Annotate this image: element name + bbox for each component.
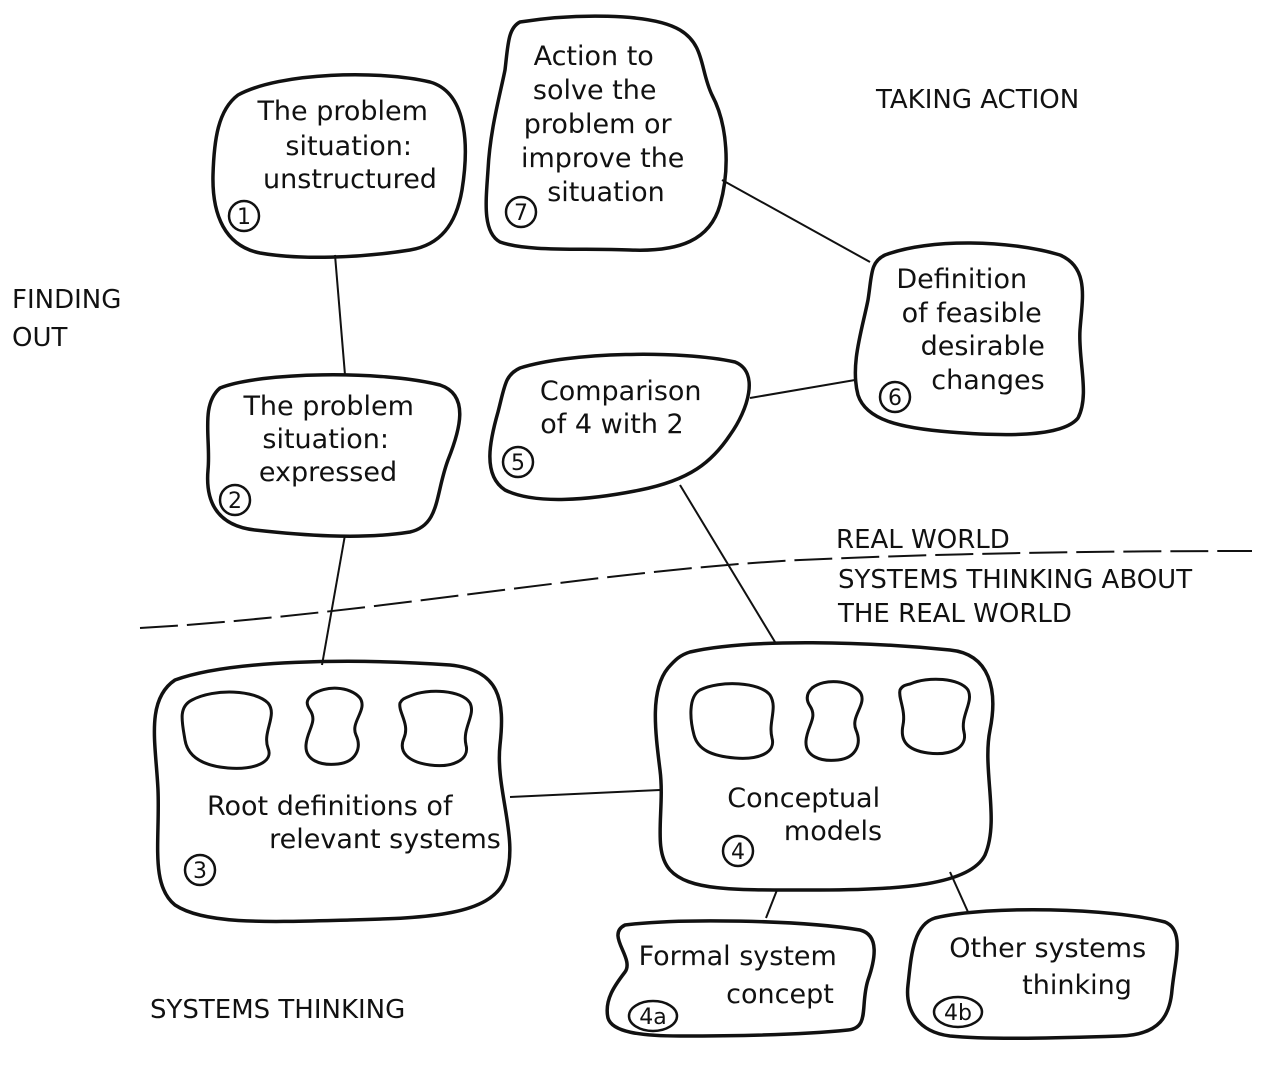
node-4-number-badge: [721, 834, 755, 868]
node-4b-label: Other systems thinking: [949, 933, 1155, 1001]
node-5-comparison: Comparison of 4 with 2 5: [488, 352, 751, 502]
node-4a-outline: [605, 919, 876, 1038]
conceptual-model-icon: [804, 680, 864, 762]
connectors: [321, 179, 969, 919]
node-6-label: Definition of feasible desirable changes: [896, 264, 1053, 396]
node-1-number-badge: [227, 199, 261, 233]
node-4b-number-badge: [932, 995, 984, 1029]
node-4a-label: Formal system concept: [639, 941, 846, 1010]
node-1-problem-unstructured: The problem situation: unstructured 1: [211, 73, 468, 260]
node-1-number: 1: [237, 205, 251, 230]
node-4b-outline: [905, 907, 1179, 1041]
connector-3-4: [509, 789, 661, 798]
conceptual-model-icon: [689, 682, 775, 760]
node-4-outline: [653, 640, 995, 892]
node-2-number: 2: [228, 489, 242, 514]
region-systems-thinking: SYSTEMS THINKING: [150, 995, 405, 1025]
connector-1-2: [334, 254, 346, 376]
node-5-number: 5: [511, 451, 525, 476]
region-taking-action: TAKING ACTION: [875, 85, 1079, 115]
node-6-number-badge: [878, 380, 912, 414]
node-7-action: Action to solve the problem or improve t…: [484, 14, 728, 252]
node-3-outline: [152, 659, 512, 924]
node-4a-formal-system-concept: Formal system concept 4a: [605, 919, 876, 1038]
real-world-divider: [139, 550, 1253, 629]
node-3-number: 3: [193, 859, 207, 884]
region-finding-out-line-1: FINDING: [12, 285, 121, 315]
node-4-label: Conceptual models: [727, 783, 888, 847]
relevant-system-icon: [398, 689, 473, 768]
connector-4-4a: [765, 889, 778, 919]
connector-6-7: [721, 179, 871, 263]
node-4b-other-systems-thinking: Other systems thinking 4b: [905, 907, 1179, 1041]
node-2-label: The problem situation: expressed: [242, 391, 422, 488]
node-6-number: 6: [888, 386, 902, 411]
node-4-conceptual-models: Conceptual models 4: [653, 640, 995, 892]
region-systems-thinking-about-line-1: SYSTEMS THINKING ABOUT: [838, 565, 1192, 595]
node-4-model-icons: [689, 677, 971, 762]
node-2-outline: [205, 373, 462, 538]
node-1-outline: [211, 73, 468, 260]
region-finding-out-line-2: OUT: [12, 323, 67, 353]
node-1-label: The problem situation: unstructured: [256, 96, 437, 195]
relevant-system-icon: [304, 686, 364, 766]
node-7-label: Action to solve the problem or improve t…: [521, 41, 693, 208]
node-3-number-badge: [183, 853, 217, 887]
connector-4-5: [679, 484, 776, 643]
node-7-number: 7: [514, 201, 528, 226]
node-6-feasible-changes: Definition of feasible desirable changes…: [853, 241, 1086, 437]
region-real-world: REAL WORLD: [836, 525, 1010, 555]
node-6-outline: [853, 241, 1086, 437]
relevant-system-icon: [180, 690, 273, 770]
node-4-number: 4: [731, 840, 745, 865]
node-5-label: Comparison of 4 with 2: [540, 376, 710, 440]
node-2-problem-expressed: The problem situation: expressed 2: [205, 373, 462, 538]
node-4a-number: 4a: [639, 1005, 666, 1030]
node-7-outline: [484, 14, 728, 252]
connector-5-6: [749, 379, 856, 399]
node-3-root-definitions: Root definitions of relevant systems 3: [152, 659, 512, 924]
node-3-system-icons: [180, 686, 473, 770]
node-4b-number: 4b: [944, 1001, 972, 1026]
node-2-number-badge: [218, 483, 252, 517]
node-7-number-badge: [504, 195, 538, 229]
node-3-label: Root definitions of relevant systems: [207, 791, 501, 855]
connector-2-3: [321, 534, 346, 666]
node-5-outline: [488, 352, 751, 502]
conceptual-model-icon: [898, 677, 971, 756]
node-4a-number-badge: [627, 999, 679, 1033]
region-systems-thinking-about-line-2: THE REAL WORLD: [837, 599, 1072, 629]
node-5-number-badge: [501, 445, 535, 479]
